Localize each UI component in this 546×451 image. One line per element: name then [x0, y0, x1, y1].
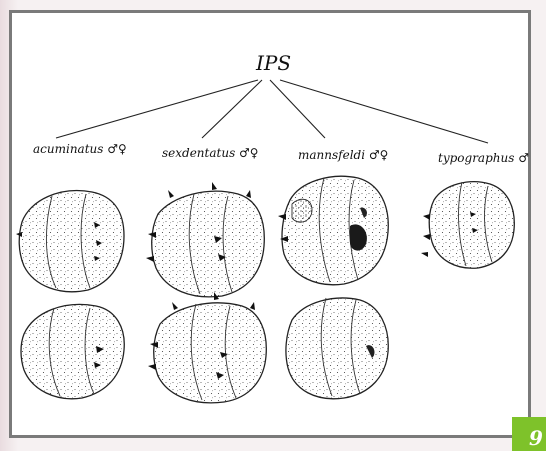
branch-mannsfeldi [270, 80, 325, 138]
slide-number: 9 [529, 428, 543, 448]
species-label-typographus: typographus ♂ [438, 152, 529, 164]
sexdentatus-specimen-2 [148, 292, 266, 403]
slide-number-badge: 9 [512, 417, 546, 451]
mannsfeldi-specimen [278, 176, 388, 285]
sexdentatus-specimen [146, 182, 264, 297]
branch-sexdentatus [202, 80, 262, 138]
mannsfeldi-specimen-2 [286, 298, 388, 399]
species-label-sexdentatus: sexdentatus ♂♀ [162, 147, 259, 159]
species-label-mannsfeldi: mannsfeldi ♂♀ [298, 149, 388, 161]
hierarchy-lines [56, 80, 488, 143]
genus-title: IPS [256, 53, 291, 73]
acuminatus-specimen-2 [21, 304, 124, 398]
species-label-acuminatus: acuminatus ♂♀ [33, 143, 127, 155]
branch-acuminatus [56, 80, 258, 138]
typographus-specimen [421, 182, 514, 269]
branch-typographus [280, 80, 488, 143]
acuminatus-specimen [16, 191, 124, 292]
